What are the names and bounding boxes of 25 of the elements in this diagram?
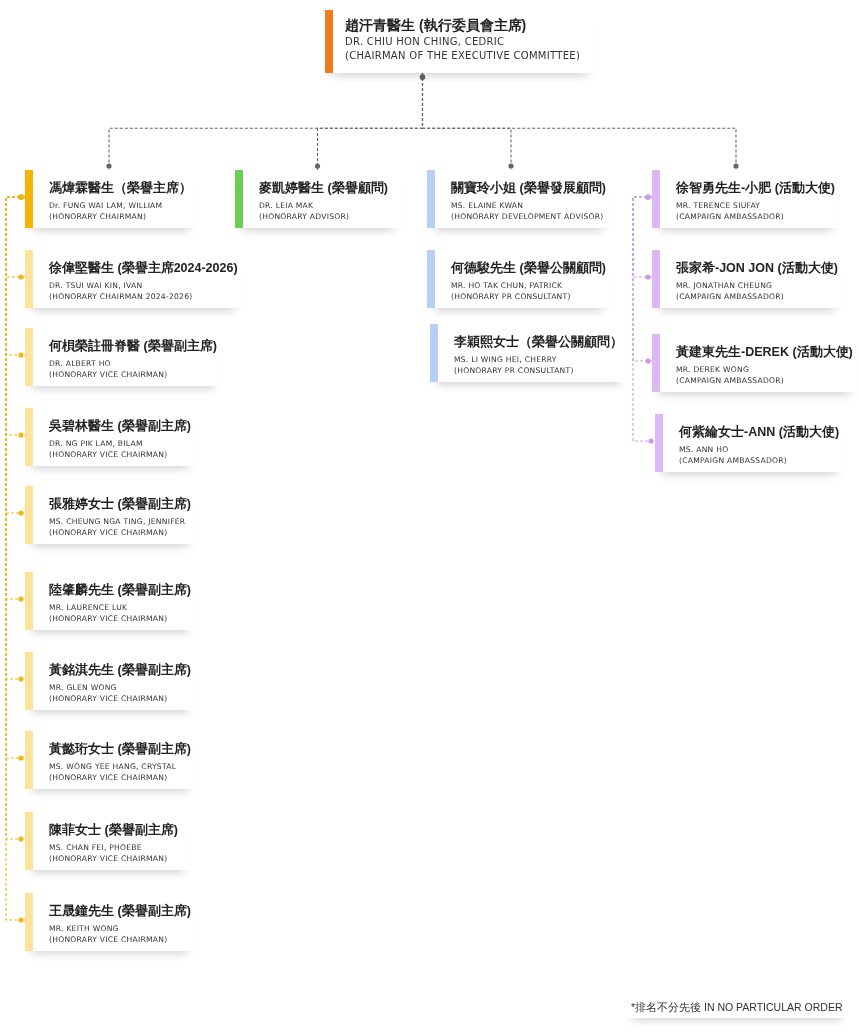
card-heading: 黃銘淇先生 (榮譽副主席): [49, 662, 191, 679]
card-heading: 張雅婷女士 (榮譽副主席): [49, 496, 191, 513]
card-heading: 何紫綸女士-ANN (活動大使): [679, 424, 840, 441]
connector: [632, 194, 656, 444]
card-heading: 陳菲女士 (榮譽副主席): [49, 822, 179, 839]
card-heading: 黃建東先生-DEREK (活動大使): [676, 344, 853, 361]
connector: [419, 72, 739, 171]
role-text: (CHAIRMAN OF THE EXECUTIVE COMMITTEE): [345, 49, 582, 63]
card-heading: 徐偉堅醫生 (榮譽主席2024-2026): [49, 260, 238, 277]
card-heading: 陸肇麟先生 (榮譽副主席): [49, 582, 191, 599]
card-heading: 王晟鐘先生 (榮譽副主席): [49, 903, 191, 920]
card-heading: 張家希-JON JON (活動大使): [676, 260, 838, 277]
card-heading: 黃懿珩女士 (榮譽副主席): [49, 741, 191, 758]
card-heading: 馮煒霖醫生（榮譽主席）: [49, 180, 192, 197]
card-heading: 吳碧林醫生 (榮譽副主席): [49, 418, 191, 435]
name-card: [652, 334, 857, 392]
card-heading: 趙汗青醫生 (執行委員會主席): [345, 16, 528, 35]
card-heading: 何德駿先生 (榮譽公關顧問): [451, 260, 606, 277]
card-heading: 關寶玲小姐 (榮譽發展顧問): [451, 180, 606, 197]
card-heading: 李穎熙女士（榮譽公關顧問）: [454, 334, 623, 351]
card-heading: 麥凱婷醫生 (榮譽顧問): [259, 180, 389, 197]
person-name: DR. CHIU HON CHING, CEDRIC: [345, 35, 506, 49]
card-heading: 何梖榮註冊脊醫 (榮譽副主席): [49, 338, 217, 355]
footnote: *排名不分先後 IN NO PARTICULAR ORDER: [626, 998, 849, 1018]
card-heading: 徐智勇先生-小肥 (活動大使): [676, 180, 835, 197]
